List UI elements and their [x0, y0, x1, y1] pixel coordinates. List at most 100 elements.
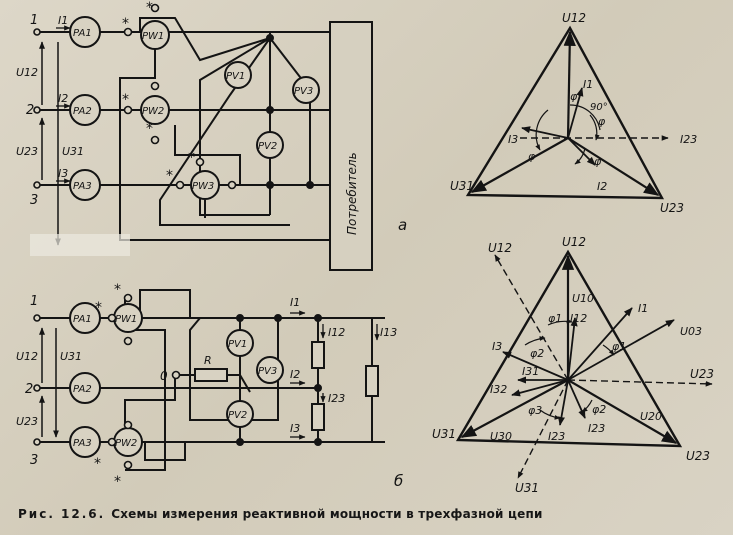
- b-pa2-meter: [69, 372, 101, 404]
- a-arc-3: [574, 147, 586, 165]
- top-pw1-label: PW1: [142, 31, 164, 42]
- top-pv2-label: PV2: [258, 141, 277, 152]
- top-pa3-label: PA3: [73, 181, 92, 192]
- terminal: [150, 3, 160, 13]
- pw3-meter: [190, 170, 220, 200]
- top-pv3-label: PV3: [294, 86, 313, 97]
- diagram-b-labels: U12 U31 U23 U12 U23 U31 U10 U20 U30 U03 …: [394, 235, 714, 495]
- b-dashed-u12: [494, 254, 569, 381]
- b-i1-label: I1: [290, 296, 300, 309]
- b-pa3-meter: [69, 426, 101, 458]
- b-label-u12: U12: [562, 235, 586, 249]
- terminal: [123, 27, 133, 37]
- load-resistor-23: [311, 403, 325, 431]
- b-label-u10: U10: [572, 292, 594, 305]
- b-pw2-label: PW2: [115, 438, 137, 449]
- b-phase-1-number: 1: [30, 294, 38, 309]
- b-u23-label: U23: [16, 415, 38, 428]
- bottom-node: [274, 314, 282, 322]
- top-pw3-label: PW3: [192, 181, 214, 192]
- a-angle-phi-2: φ: [598, 115, 606, 128]
- bottom-node: [236, 314, 244, 322]
- bottom-wire-loop: [189, 317, 279, 421]
- bottom-node: [314, 384, 322, 392]
- a-angle-phi-3: φ: [528, 150, 536, 163]
- pw2-meter: [140, 95, 170, 125]
- diagram-b-letter: б: [394, 472, 403, 490]
- terminal: [150, 135, 160, 145]
- b-vec-u30: [460, 379, 569, 438]
- b-label-i23: I23: [548, 430, 565, 443]
- bottom-circuit-labels: 1 2 3 PA1 PA2 PA3 PW1 PW2 PV1 PV2 PV3 U1…: [16, 282, 397, 490]
- pv3-meter: [292, 76, 320, 104]
- terminal: [123, 420, 133, 430]
- a-vec-u31: [470, 137, 569, 193]
- terminal: [123, 460, 133, 470]
- b-u12-label: U12: [16, 350, 38, 363]
- top-phase-1-number: 1: [30, 13, 38, 28]
- b-arc-phi1b: [602, 344, 615, 356]
- top-node: [266, 34, 274, 42]
- b-arc-phi2: [524, 336, 546, 346]
- a-vec-i3: [521, 126, 569, 139]
- a-vec-i2: [567, 137, 596, 166]
- terminal: [123, 336, 133, 346]
- terminal: [123, 105, 133, 115]
- b-label-i23b: I23: [588, 422, 605, 435]
- terminal: [33, 438, 41, 446]
- b-vec-i12: [567, 317, 578, 381]
- bottom-wire-b: [139, 289, 191, 318]
- a-label-i1: I1: [583, 78, 593, 91]
- b-vec-i32: [511, 379, 569, 397]
- pa3-meter: [69, 169, 101, 201]
- a-label-i23: I23: [680, 133, 697, 146]
- top-circuit: [33, 3, 373, 271]
- b-phase-2-number: 2: [25, 382, 33, 397]
- top-circuit-labels: 1 2 3 I1 I2 I3 U12 U23 U31 PA1 PA2 PA3 P…: [16, 0, 359, 235]
- top-u31-label: U31: [62, 145, 84, 158]
- top-node: [266, 181, 274, 189]
- resistor-r: [194, 368, 228, 382]
- load-box: [329, 21, 373, 271]
- a-arc-90: [569, 104, 601, 131]
- b-i3-label: I3: [290, 422, 300, 435]
- b-dashed-label-u23: U23: [690, 367, 714, 381]
- resistor-r-label: R: [204, 354, 212, 367]
- b-vec-i23: [557, 379, 569, 426]
- b-angle-phi1b: φ1: [612, 340, 626, 353]
- pa2-meter: [69, 94, 101, 126]
- b-u31-label: U31: [60, 350, 82, 363]
- a-label-i2: I2: [597, 180, 607, 193]
- top-u23-label: U23: [16, 145, 38, 158]
- terminal: [107, 313, 117, 323]
- terminal: [33, 28, 41, 36]
- terminal: [227, 180, 237, 190]
- paper-fade: [30, 234, 130, 256]
- b-pv1-label: PV1: [228, 339, 247, 350]
- b-i12-label: I12: [328, 326, 345, 339]
- b-label-i31: I31: [522, 365, 539, 378]
- terminal: [175, 180, 185, 190]
- top-phase-2-number: 2: [26, 103, 34, 118]
- pw1-meter: [140, 20, 170, 50]
- node-0-terminal: [171, 370, 181, 380]
- node-0-label: 0: [160, 369, 168, 383]
- top-node: [306, 181, 314, 189]
- b-pw1-label: PW1: [115, 314, 137, 325]
- bottom-circuit: [33, 289, 385, 471]
- load-label: Потребитель: [345, 152, 359, 235]
- b-star-pw1-v: *: [114, 282, 121, 298]
- top-u12-label: U12: [16, 66, 38, 79]
- b-pa1-meter: [69, 302, 101, 334]
- b-label-u30: U30: [490, 430, 512, 443]
- b-label-i3: I3: [492, 340, 502, 353]
- a-label-i3: I3: [508, 133, 518, 146]
- bottom-node: [236, 438, 244, 446]
- b-label-i12: I12: [570, 312, 587, 325]
- bottom-wire-c: [144, 442, 186, 461]
- b-dashed-u31: [517, 379, 569, 479]
- b-angle-phi3: φ3: [528, 404, 542, 417]
- a-vec-i1: [567, 87, 584, 139]
- diagram-a-letter: a: [398, 216, 407, 234]
